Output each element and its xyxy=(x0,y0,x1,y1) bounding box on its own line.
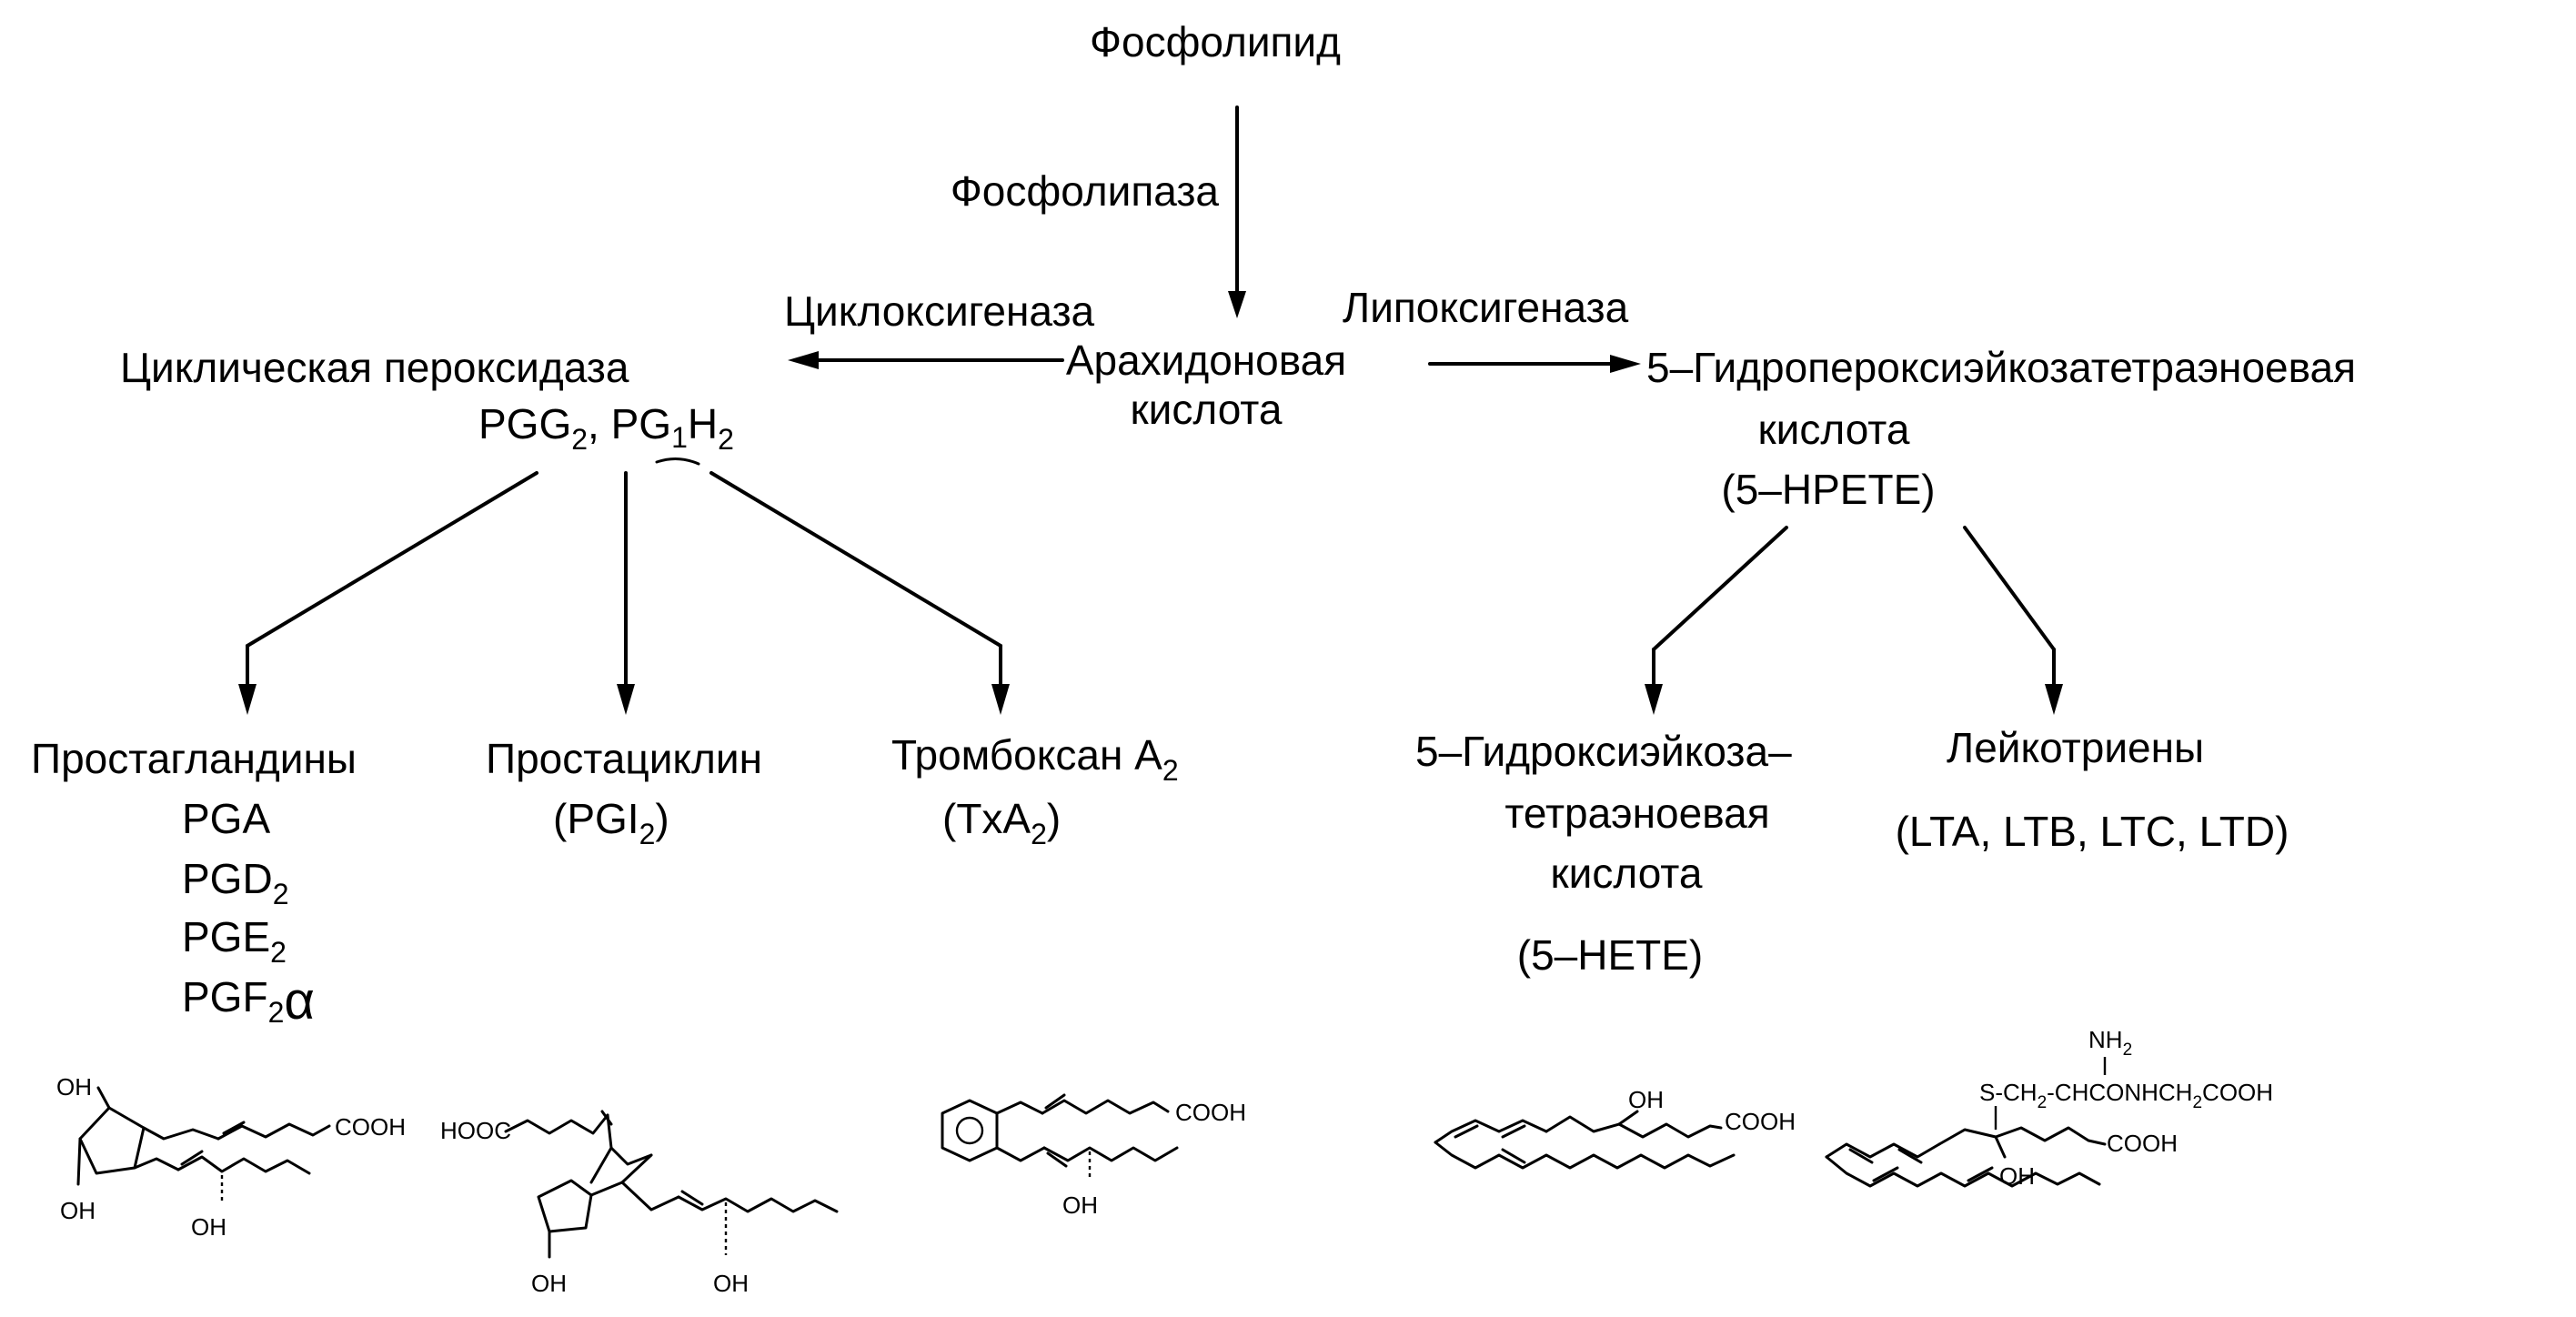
pg-item: PGD2 xyxy=(182,855,288,910)
svg-text:COOH: COOH xyxy=(335,1113,406,1141)
cyclic-peroxidase-label: Циклическая пероксидаза xyxy=(120,344,629,391)
prostaglandins-label: Простагландины xyxy=(31,735,357,782)
svg-text:OH: OH xyxy=(531,1270,567,1297)
arrow-to-prostaglandins xyxy=(246,471,538,648)
cyclooxygenase-label: Циклоксигеназа xyxy=(784,287,1095,335)
leukotrienes-abbr: (LTA, LTB, LTC, LTD) xyxy=(1896,808,2289,855)
phospholipase-label: Фосфолипаза xyxy=(951,167,1220,215)
thromboxane-abbr: (TxA2) xyxy=(942,795,1061,850)
hpete-label-line2: кислота xyxy=(1758,406,1910,453)
lipoxygenase-arrowhead xyxy=(1610,355,1641,373)
svg-text:HOOC: HOOC xyxy=(440,1117,511,1144)
arachidonic-acid-line1: Арахидоновая xyxy=(1066,337,1346,384)
pgg2-pgh2-label: PGG2, PG1H2 xyxy=(478,400,734,456)
svg-text:COOH: COOH xyxy=(1175,1099,1246,1126)
prostacyclin-label: Простациклин xyxy=(486,735,762,782)
svg-text:OH: OH xyxy=(60,1197,96,1224)
svg-text:OH: OH xyxy=(191,1213,226,1241)
svg-text:COOH: COOH xyxy=(2107,1130,2178,1157)
thromboxane-label: Тромбоксан A2 xyxy=(891,731,1179,787)
prostacyclin-structure: HOOC OH OH OH xyxy=(440,1110,839,1297)
arrow-to-leukotrienes xyxy=(1963,526,2056,651)
svg-text:OH: OH xyxy=(56,1073,92,1101)
arachidonic-acid-line2: кислота xyxy=(1131,386,1283,433)
cyclooxygenase-arrowhead xyxy=(788,351,819,369)
svg-text:NH2: NH2 xyxy=(2088,1026,2132,1060)
svg-text:OH: OH xyxy=(713,1270,749,1297)
phospholipid-label: Фосфолипид xyxy=(1090,18,1341,65)
arrow-to-thromboxane xyxy=(709,471,1002,648)
hete-label-line1: 5–Гидроксиэйкоза– xyxy=(1415,728,1792,775)
svg-text:S-CH2-CHCONHCH2COOH: S-CH2-CHCONHCH2COOH xyxy=(1979,1079,2273,1112)
handwritten-underline-mark xyxy=(655,457,700,466)
arrow-to-thromboxane-head xyxy=(991,684,1010,715)
thromboxane-structure: COOH OH xyxy=(941,1093,1246,1219)
lipoxygenase-label: Липоксигеназа xyxy=(1343,284,1629,331)
svg-text:COOH: COOH xyxy=(1725,1108,1796,1135)
leukotriene-structure: NH2 S-CH2-CHCONHCH2COOH COOH OH xyxy=(1825,1026,2273,1190)
hete-structure: OH COOH xyxy=(1434,1086,1796,1170)
svg-text:OH: OH xyxy=(1628,1086,1664,1113)
svg-text:OH: OH xyxy=(1062,1191,1098,1219)
arrow-to-prostacyclin-head xyxy=(617,684,635,715)
prostacyclin-abbr: (PGI2) xyxy=(553,795,669,850)
prostaglandin-structure: OH OH COOH OH xyxy=(56,1073,406,1241)
pg-item: PGA xyxy=(182,795,270,842)
leukotrienes-label: Лейкотриены xyxy=(1947,724,2204,771)
phospholipase-arrowhead xyxy=(1228,291,1246,318)
hete-label-line3: кислота xyxy=(1551,850,1703,897)
hete-label-line2: тетраэноевая xyxy=(1504,789,1769,837)
arrow-to-prostaglandins-head xyxy=(238,684,257,715)
hete-abbr: (5–HETE) xyxy=(1517,931,1703,979)
arrow-to-hete xyxy=(1652,526,1788,651)
hpete-label-line1: 5–Гидропероксиэйкозатетраэноевая xyxy=(1646,344,2356,391)
hpete-abbr: (5–HPETE) xyxy=(1721,466,1935,513)
arrow-to-hete-head xyxy=(1645,684,1663,715)
pg-item: PGF2α xyxy=(182,971,315,1030)
arrow-to-leukotrienes-head xyxy=(2045,684,2063,715)
pg-item: PGE2 xyxy=(182,913,287,969)
